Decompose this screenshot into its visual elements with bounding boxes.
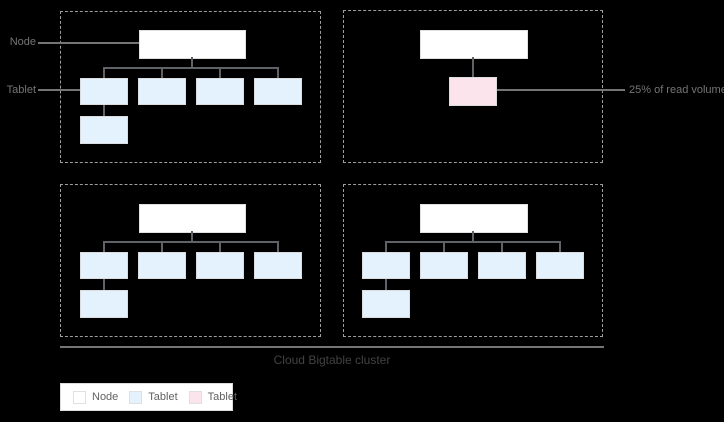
connector-line [472,231,474,243]
tablet-box [362,252,410,279]
legend-label: Tablet [207,391,238,403]
legend-label: Tablet [148,391,178,403]
tablet-box [80,78,128,105]
hot-tablet-swatch [188,390,202,404]
tablet-box [138,252,186,279]
read-volume-label: 25% of read volume [629,84,724,96]
connector-line [191,231,193,243]
tablet-callout-line [38,89,80,91]
connector-line [277,67,279,78]
connector-line [103,279,105,290]
node-swatch [73,390,86,404]
node-zone-1 [60,11,321,163]
connector-line [385,241,387,252]
hot-tablet-box [449,77,497,106]
connector-line [219,241,221,252]
tablet-swatch [129,390,143,404]
connector-line [472,57,474,77]
node-box-4 [420,204,528,233]
node-box-1 [139,30,246,59]
connector-line [103,67,105,78]
node-box-2 [420,30,528,59]
cluster-caption: Cloud Bigtable cluster [273,353,391,367]
tablet-box [536,252,584,279]
tablet-box [138,78,186,105]
connector-line [103,241,279,243]
legend: Node Tablet Tablet [60,383,237,411]
connector-line [277,241,279,252]
node-zone-2 [343,10,603,163]
tablet-box [80,290,128,318]
legend-label: Node [92,391,119,403]
node-zone-3 [60,184,321,337]
node-callout-line [38,42,139,44]
node-callout-label: Node [9,36,36,48]
connector-line [501,241,503,252]
connector-line [443,241,445,252]
tablet-box [196,78,244,105]
connector-line [103,67,279,69]
tablet-box [362,290,410,318]
tablet-box [478,252,526,279]
connector-line [103,105,105,116]
connector-line [385,241,561,243]
node-zone-4 [343,184,603,337]
connector-line [103,241,105,252]
tablet-box [420,252,468,279]
node-box-3 [139,204,246,233]
connector-line [191,57,193,69]
connector-line [219,67,221,78]
tablet-box [254,252,302,279]
connector-line [385,279,387,290]
connector-line [559,241,561,252]
cluster-line [60,346,604,348]
tablet-box [80,252,128,279]
tablet-box [254,78,302,105]
tablet-box [196,252,244,279]
connector-line [161,241,163,252]
read-volume-callout-line [497,89,625,91]
legend-item-node: Node [73,390,119,404]
tablet-box [80,116,128,144]
tablet-callout-label: Tablet [6,84,36,96]
legend-item-tablet: Tablet [129,390,178,404]
connector-line [161,67,163,78]
legend-item-hot-tablet: Tablet [188,390,238,404]
